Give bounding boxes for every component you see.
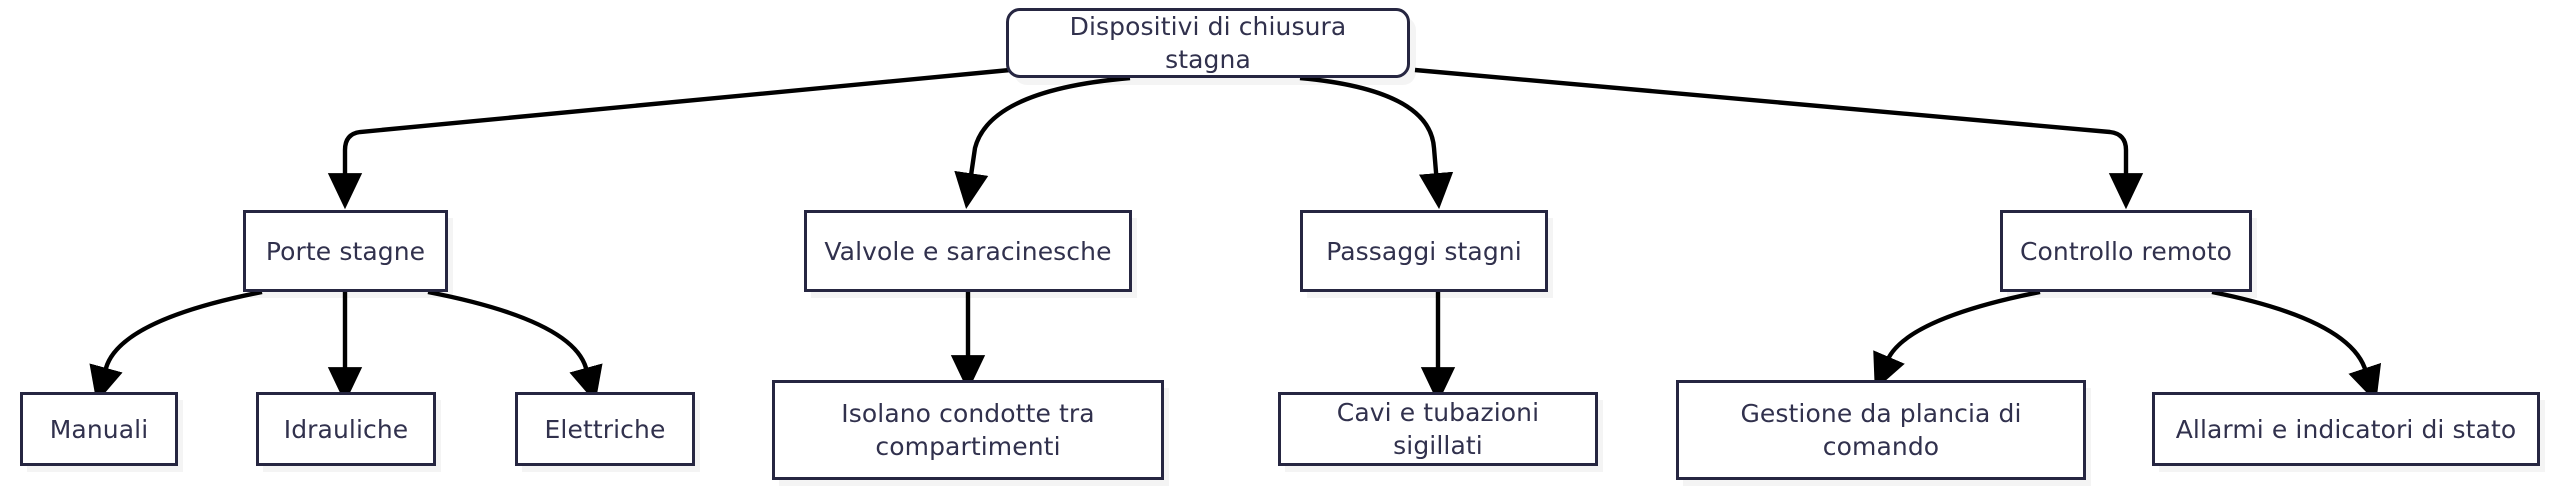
edge-porte-to-elettriche	[427, 289, 603, 403]
edge-controllo-to-allarmi	[2211, 289, 2382, 403]
node-porte-stagne[interactable]: Porte stagne	[243, 210, 448, 292]
edge-root-to-controllo	[1414, 67, 2144, 210]
node-label: Manuali	[49, 414, 149, 444]
node-idrauliche[interactable]: Idrauliche	[256, 392, 436, 466]
node-manuali[interactable]: Manuali	[20, 392, 178, 466]
node-label: Gestione da plancia di comando	[1740, 399, 2022, 461]
node-label: Allarmi e indicatori di stato	[2175, 414, 2517, 444]
node-passaggi-stagni[interactable]: Passaggi stagni	[1300, 210, 1548, 292]
node-label: Porte stagne	[265, 236, 426, 266]
node-dispositivi-di-chiusura-stagna[interactable]: Dispositivi di chiusura stagna	[1006, 8, 1410, 78]
node-label: Isolano condotte tra compartimenti	[841, 399, 1095, 461]
node-allarmi-e-indicatori-di-stato[interactable]: Allarmi e indicatori di stato	[2152, 392, 2540, 466]
node-label: Valvole e saracinesche	[824, 236, 1112, 266]
node-label: Dispositivi di chiusura stagna	[1069, 12, 1347, 74]
node-controllo-remoto[interactable]: Controllo remoto	[2000, 210, 2252, 292]
node-gestione-da-plancia-di-comando[interactable]: Gestione da plancia di comando	[1676, 380, 2086, 480]
node-cavi-e-tubazioni-sigillati[interactable]: Cavi e tubazioni sigillati	[1278, 392, 1598, 466]
node-valvole-e-saracinesche[interactable]: Valvole e saracinesche	[804, 210, 1132, 292]
node-isolano-condotte-tra-compartimenti[interactable]: Isolano condotte tra compartimenti	[772, 380, 1164, 480]
edge-root-to-passaggi	[1299, 75, 1454, 210]
node-label: Passaggi stagni	[1326, 236, 1522, 266]
edge-controllo-to-gestione	[1873, 289, 2041, 391]
node-label: Controllo remoto	[2019, 236, 2232, 266]
edge-root-to-porte-stagne	[327, 67, 1011, 210]
edge-porte-to-manuali	[89, 289, 263, 403]
edge-root-to-valvole	[954, 75, 1131, 210]
node-label: Cavi e tubazioni sigillati	[1336, 398, 1540, 460]
node-label: Idrauliche	[283, 414, 409, 444]
node-elettriche[interactable]: Elettriche	[515, 392, 695, 466]
node-label: Elettriche	[544, 414, 666, 444]
